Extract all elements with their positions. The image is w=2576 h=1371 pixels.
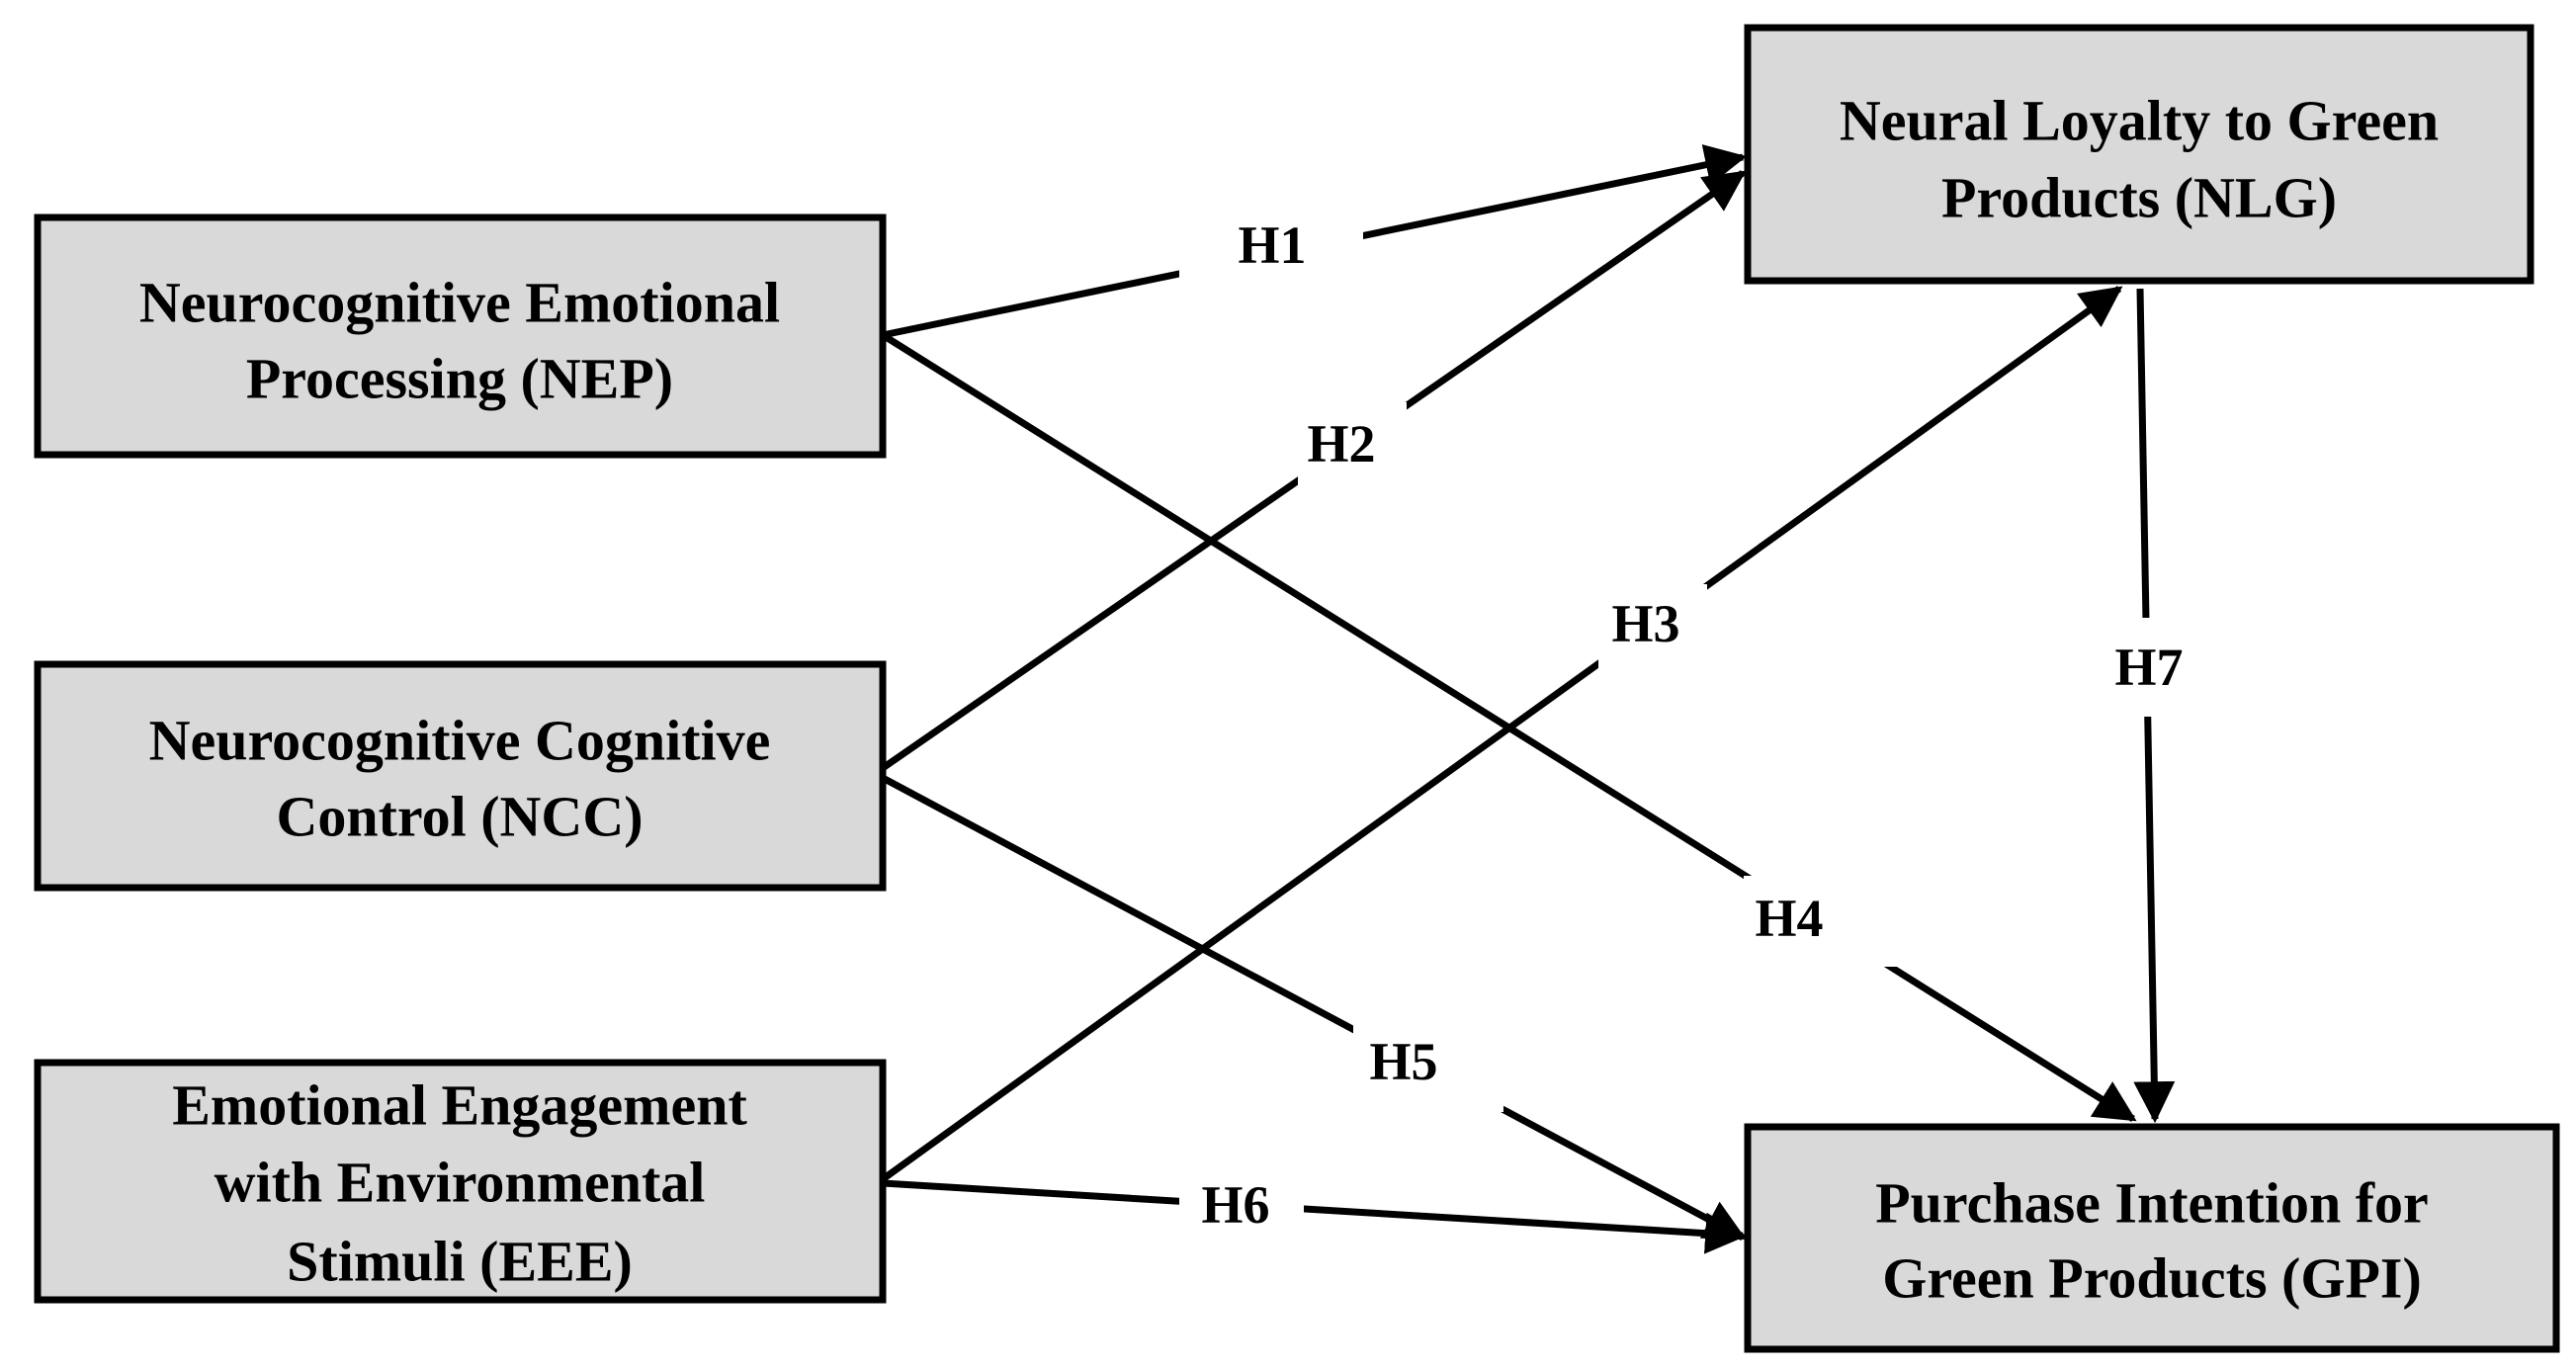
arrow-h4-nep-to-gpi	[881, 332, 2137, 1122]
node-nlg: Neural Loyalty to Green Products (NLG)	[1744, 24, 2534, 285]
label-h4: H4	[1755, 889, 1823, 948]
node-gpi-box	[1744, 1123, 2560, 1353]
node-ncc-line2: Control (NCC)	[276, 785, 643, 849]
node-ncc-line1: Neurocognitive Cognitive	[149, 709, 771, 773]
label-h3: H3	[1611, 594, 1679, 653]
node-nep-line2: Processing (NEP)	[246, 347, 673, 411]
label-h6: H6	[1201, 1175, 1269, 1235]
edges	[880, 144, 2176, 1254]
node-ncc-box	[34, 660, 887, 892]
node-gpi-line1: Purchase Intention for	[1875, 1171, 2429, 1236]
arrow-h3-eee-to-nlg	[880, 286, 2123, 1182]
node-nep-box	[34, 214, 887, 459]
node-eee-line3: Stimuli (EEE)	[287, 1230, 633, 1294]
node-nlg-line1: Neural Loyalty to Green	[1840, 89, 2439, 153]
node-gpi: Purchase Intention for Green Products (G…	[1744, 1123, 2560, 1353]
arrow-h5-ncc-to-gpi	[881, 774, 1747, 1242]
node-gpi-line2: Green Products (GPI)	[1882, 1246, 2422, 1311]
label-h7: H7	[2114, 638, 2183, 697]
node-nlg-line2: Products (NLG)	[1941, 166, 2337, 230]
label-h5: H5	[1369, 1032, 1437, 1091]
arrow-h6-eee-to-gpi	[882, 1179, 1748, 1254]
node-eee-line2: with Environmental	[215, 1151, 706, 1215]
node-nep: Neurocognitive Emotional Processing (NEP…	[34, 214, 887, 459]
node-nep-line1: Neurocognitive Emotional	[139, 271, 780, 335]
node-eee-line1: Emotional Engagement	[172, 1073, 747, 1138]
edge-labels: H1 H2 H3 H4 H5 H6 H7	[1179, 203, 2205, 1253]
node-nlg-box	[1744, 24, 2534, 285]
node-ncc: Neurocognitive Cognitive Control (NCC)	[34, 660, 887, 892]
node-eee: Emotional Engagement with Environmental …	[34, 1059, 887, 1304]
label-h2: H2	[1307, 414, 1375, 473]
node-eee-box	[34, 1059, 887, 1304]
label-h1: H1	[1238, 215, 1306, 275]
